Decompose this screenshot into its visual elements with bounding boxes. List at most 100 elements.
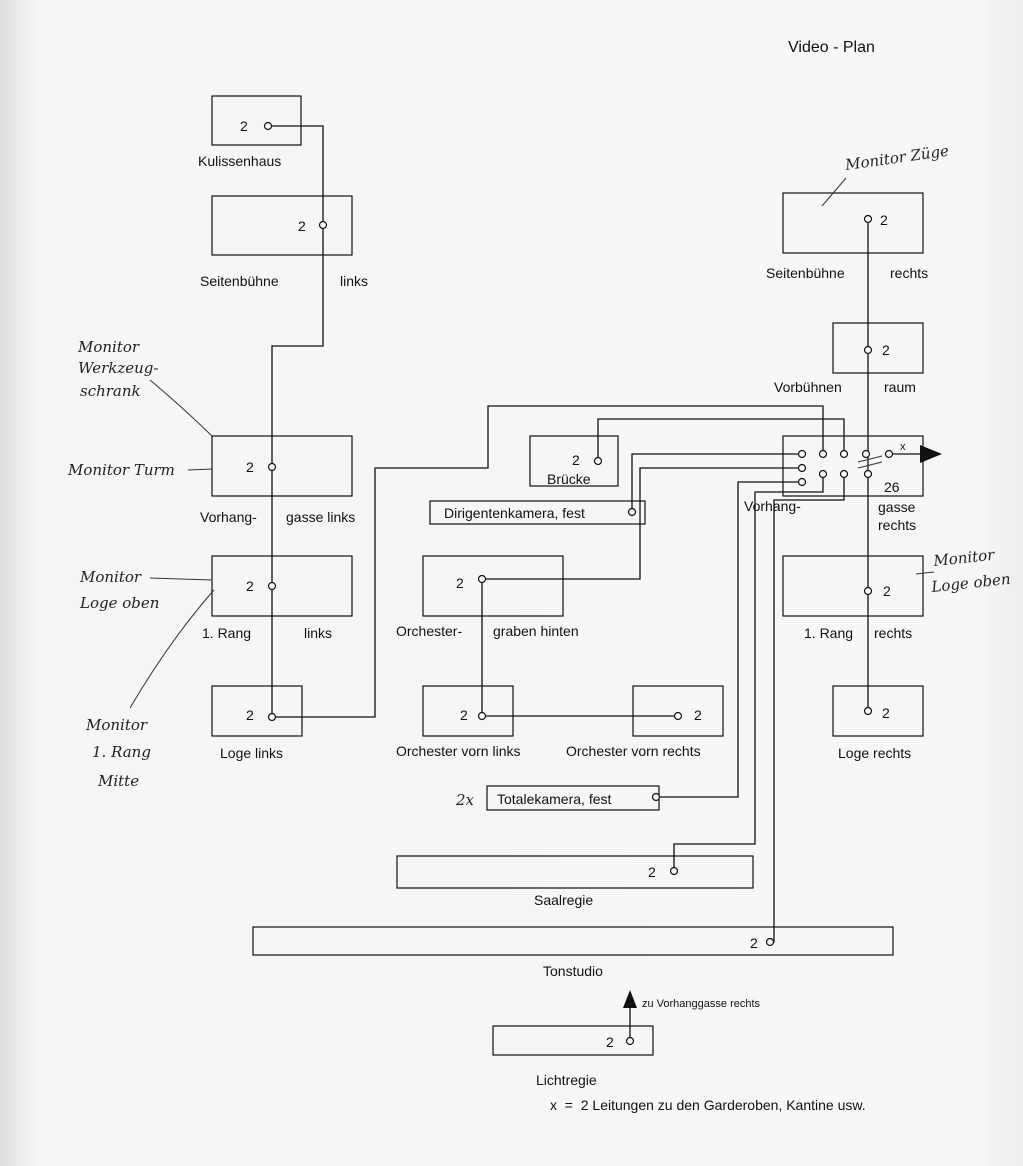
- note-pointer: [187, 468, 213, 471]
- loge-rechts-count: 2: [882, 705, 890, 721]
- room-seitenbuehne-rechts: [782, 192, 924, 254]
- tonstudio-count: 2: [750, 935, 758, 951]
- rang-links-label-b: links: [304, 625, 332, 641]
- room-kulissenhaus: [211, 95, 302, 146]
- rang-rechts-label-b: rechts: [874, 625, 912, 641]
- bruecke-label: Brücke: [547, 471, 591, 487]
- orchestergraben-count: 2: [456, 575, 464, 591]
- port-orchester-vorn-links: [477, 711, 487, 721]
- room-vorhanggasse-links: [211, 435, 353, 497]
- rang-rechts-count: 2: [883, 583, 891, 599]
- vorbuehnenraum-label-a: Vorbühnen: [774, 379, 842, 395]
- hub-port: [839, 449, 849, 459]
- note-monitor-loge-oben-left-1: Monitor: [79, 568, 142, 586]
- hub-port: [797, 463, 807, 473]
- arrow-right-icon: [920, 445, 942, 463]
- rang-rechts-label-a: 1. Rang: [804, 625, 853, 641]
- vorhanggasse-links-label-b: gasse links: [286, 509, 355, 525]
- hub-port: [818, 469, 828, 479]
- port-dirigentenkamera: [627, 507, 637, 517]
- room-bruecke: [529, 435, 619, 487]
- orchester-vorn-rechts-label: Orchester vorn rechts: [566, 743, 701, 759]
- pen-mark: [857, 455, 883, 469]
- totalekamera-label: Totalekamera, fest: [497, 791, 611, 807]
- loge-links-count: 2: [246, 707, 254, 723]
- hub-port: [839, 469, 849, 479]
- cable-bruecke: [597, 418, 845, 461]
- dirigentenkamera-label: Dirigentenkamera, fest: [444, 505, 585, 521]
- note-pointer: [915, 571, 935, 575]
- port-kulissenhaus: [263, 121, 273, 131]
- note-monitor-rang-mitte-1: Monitor: [85, 716, 148, 734]
- cable-orchestergraben: [482, 467, 802, 580]
- room-vorbuehnenraum: [832, 322, 924, 374]
- hub-port: [797, 477, 807, 487]
- seitenbuehne-rechts-label-a: Seitenbühne: [766, 265, 845, 281]
- note-pointer: [149, 379, 213, 437]
- cable-saalregie: [673, 474, 824, 871]
- orchester-vorn-links-label: Orchester vorn links: [396, 743, 520, 759]
- kulissenhaus-count: 2: [240, 118, 248, 134]
- orchester-vorn-links-count: 2: [460, 707, 468, 723]
- note-monitor-werkzeug-1: Monitor: [77, 338, 140, 356]
- room-orchestergraben-hinten: [422, 555, 564, 617]
- note-monitor-loge-oben-right-1: Monitor: [932, 546, 996, 570]
- note-monitor-loge-oben-left-2: Loge oben: [79, 594, 159, 612]
- port-seitenbuehne-links: [318, 220, 328, 230]
- room-rang-rechts: [782, 555, 924, 617]
- hub-port: [863, 469, 873, 479]
- vorhanggasse-links-count: 2: [246, 459, 254, 475]
- note-monitor-loge-oben-right-2: Loge oben: [930, 570, 1012, 596]
- port-lichtregie: [625, 1036, 635, 1046]
- room-seitenbuehne-links: [211, 195, 353, 256]
- loge-rechts-label: Loge rechts: [838, 745, 911, 761]
- room-dirigentenkamera: [429, 500, 646, 525]
- vorhanggasse-rechts-x-mark: x: [900, 441, 906, 453]
- cable-dirigentenkamera: [631, 453, 802, 512]
- vorbuehnenraum-count: 2: [882, 342, 890, 358]
- note-monitor-rang-mitte-2: 1. Rang: [92, 743, 151, 761]
- lichtregie-count: 2: [606, 1034, 614, 1050]
- footnote: x = 2 Leitungen zu den Garderoben, Kanti…: [550, 1097, 866, 1113]
- room-loge-links: [211, 685, 303, 737]
- cable-loge-links-to-hub: [272, 405, 824, 718]
- seitenbuehne-links-label-a: Seitenbühne: [200, 273, 279, 289]
- orchestergraben-label-b: graben hinten: [493, 623, 579, 639]
- orchestergraben-label-a: Orchester-: [396, 623, 462, 639]
- saalregie-count: 2: [648, 864, 656, 880]
- hub-port: [884, 449, 894, 459]
- bruecke-count: 2: [572, 452, 580, 468]
- seitenbuehne-rechts-label-b: rechts: [890, 265, 928, 281]
- orchester-vorn-rechts-count: 2: [694, 707, 702, 723]
- saalregie-label: Saalregie: [534, 892, 593, 908]
- lichtregie-label: Lichtregie: [536, 1072, 597, 1088]
- port-orchestergraben: [477, 574, 487, 584]
- vorhanggasse-rechts-count: 26: [884, 479, 900, 495]
- tonstudio-label: Tonstudio: [543, 963, 603, 979]
- room-tonstudio: [252, 926, 894, 956]
- seitenbuehne-links-label-b: links: [340, 273, 368, 289]
- rang-links-label-a: 1. Rang: [202, 625, 251, 641]
- room-orchester-vorn-links: [422, 685, 514, 737]
- room-vorhanggasse-rechts: [782, 435, 924, 497]
- port-seitenbuehne-rechts: [863, 214, 873, 224]
- port-loge-links: [267, 712, 277, 722]
- lichtregie-arrow-label: zu Vorhanggasse rechts: [642, 998, 761, 1010]
- port-saalregie: [669, 866, 679, 876]
- rang-links-count: 2: [246, 578, 254, 594]
- page-title: Video - Plan: [788, 39, 875, 56]
- vorhanggasse-rechts-label-c: rechts: [878, 517, 916, 533]
- note-monitor-rang-mitte-3: Mitte: [97, 772, 139, 790]
- cable-totalekamera: [656, 481, 802, 798]
- seitenbuehne-rechts-count: 2: [880, 212, 888, 228]
- port-rang-links: [267, 581, 277, 591]
- seitenbuehne-links-count: 2: [298, 218, 306, 234]
- room-orchester-vorn-rechts: [632, 685, 724, 737]
- port-bruecke: [593, 456, 603, 466]
- vorhanggasse-links-label-a: Vorhang-: [200, 509, 257, 525]
- port-vorbuehnenraum: [863, 345, 873, 355]
- note-monitor-werkzeug-3: schrank: [80, 382, 141, 400]
- port-vorhanggasse-links: [267, 462, 277, 472]
- vorhanggasse-rechts-label-a: Vorhang-: [744, 498, 801, 514]
